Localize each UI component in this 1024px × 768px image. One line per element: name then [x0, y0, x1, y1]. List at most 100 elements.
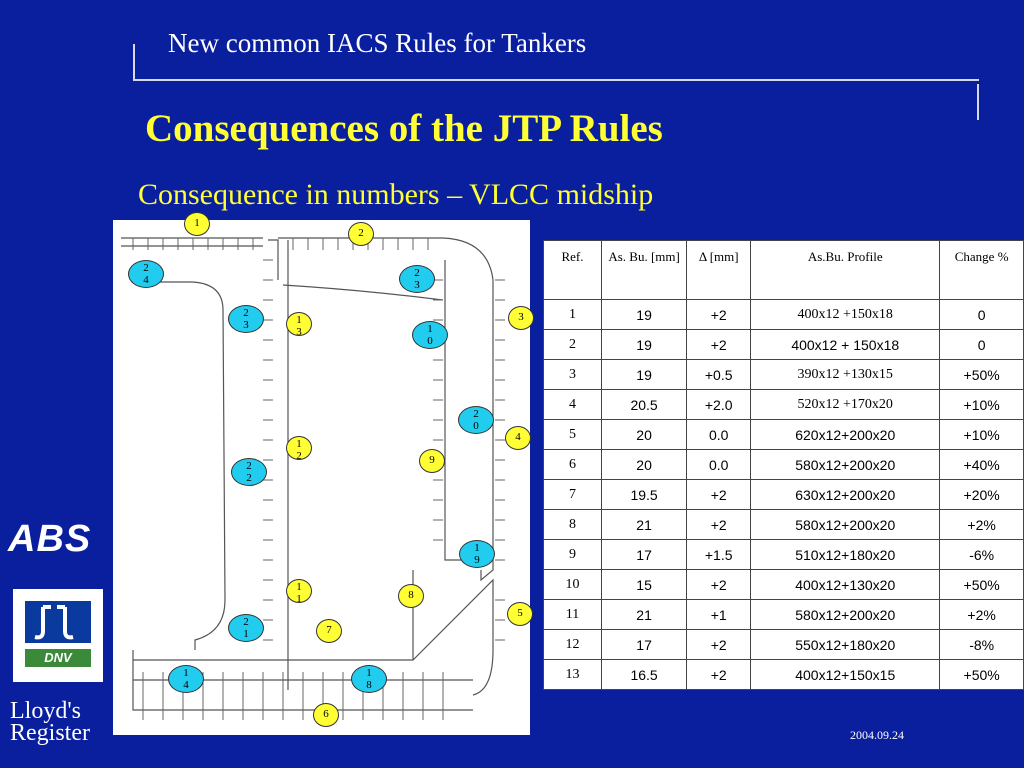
- table-cell: -8%: [939, 629, 1024, 660]
- ref-marker: 2 4: [128, 260, 164, 288]
- ref-marker: 2 3: [399, 265, 435, 293]
- table-cell: +2.0: [686, 389, 752, 420]
- table-cell: +40%: [939, 449, 1024, 480]
- table-cell: +2%: [939, 509, 1024, 540]
- ref-marker: 9: [419, 449, 445, 473]
- ref-marker: 2 1: [228, 614, 264, 642]
- table-cell: 580x12+200x20: [750, 599, 941, 630]
- table-cell: +20%: [939, 479, 1024, 510]
- table-cell: 13: [543, 659, 602, 690]
- ref-marker: 5: [507, 602, 533, 626]
- dnv-logo: DNV: [13, 589, 103, 682]
- frame-top-line: [133, 79, 979, 81]
- table-header-cell: As.Bu. Profile: [750, 240, 941, 300]
- table-cell: +2: [686, 329, 752, 360]
- deck-plating-port: [121, 237, 263, 247]
- table-cell: -6%: [939, 539, 1024, 570]
- header-text: New common IACS Rules for Tankers: [168, 28, 587, 58]
- table-cell: 0: [939, 329, 1024, 360]
- table-cell: 400x12+150x15: [750, 659, 941, 690]
- deck-bracket: [282, 284, 444, 301]
- table-cell: 0.0: [686, 419, 752, 450]
- lloyds-register-logo: Lloyd's Register: [10, 698, 90, 746]
- table-cell: 21: [600, 509, 688, 540]
- table-cell: 19.5: [600, 479, 688, 510]
- table-cell: 5: [543, 419, 602, 450]
- table-cell: 7: [543, 479, 602, 510]
- table-cell: 510x12+180x20: [750, 539, 941, 570]
- lr-line-2: Register: [10, 720, 90, 746]
- table-cell: +10%: [939, 389, 1024, 420]
- table-cell: 10: [543, 569, 602, 600]
- table-cell: 550x12+180x20: [750, 629, 941, 660]
- lr-line-1: Lloyd's: [10, 698, 81, 724]
- table-cell: 12: [543, 629, 602, 660]
- inner-longitudinal-bulkhead: [268, 239, 289, 690]
- table-cell: +10%: [939, 419, 1024, 450]
- ref-marker: 2 0: [458, 406, 494, 434]
- bottom-shell: [132, 650, 473, 711]
- table-cell: +50%: [939, 659, 1024, 690]
- table-cell: 8: [543, 509, 602, 540]
- table-cell: 1: [543, 299, 602, 330]
- ref-marker: 2 2: [231, 458, 267, 486]
- frame-left-bar: [133, 44, 135, 80]
- slide-title: Consequences of the JTP Rules: [145, 107, 663, 150]
- table-header-cell: Δ [mm]: [686, 240, 752, 300]
- ref-marker: 1 8: [351, 665, 387, 693]
- table-cell: 400x12 +150x18: [750, 299, 941, 330]
- bilge-hopper: [133, 578, 494, 696]
- table-cell: 11: [543, 599, 602, 630]
- table-cell: 9: [543, 539, 602, 570]
- table-cell: +2: [686, 629, 752, 660]
- table-cell: 400x12 + 150x18: [750, 329, 941, 360]
- table-cell: 400x12+130x20: [750, 569, 941, 600]
- ref-marker: 1 4: [168, 665, 204, 693]
- table-cell: +50%: [939, 569, 1024, 600]
- table-cell: 630x12+200x20: [750, 479, 941, 510]
- table-cell: 19: [600, 299, 688, 330]
- table-cell: 19: [600, 329, 688, 360]
- table-cell: 390x12 +130x15: [750, 359, 941, 390]
- ref-marker: 4: [505, 426, 531, 450]
- ref-marker: 1 1: [286, 579, 312, 604]
- table-cell: +2%: [939, 599, 1024, 630]
- table-cell: 0: [939, 299, 1024, 330]
- table-cell: +50%: [939, 359, 1024, 390]
- ref-marker: 6: [313, 703, 339, 727]
- table-cell: 520x12 +170x20: [750, 389, 941, 420]
- table-header-cell: Change %: [939, 240, 1024, 300]
- table-cell: 19: [600, 359, 688, 390]
- ref-marker: 2 3: [228, 305, 264, 333]
- midship-drawing: [121, 237, 505, 720]
- ref-marker: 3: [508, 306, 534, 330]
- frame-right-bar: [977, 84, 979, 120]
- slide-subtitle: Consequence in numbers – VLCC midship: [138, 178, 654, 211]
- table-cell: 620x12+200x20: [750, 419, 941, 450]
- table-cell: +2: [686, 479, 752, 510]
- table-cell: +1.5: [686, 539, 752, 570]
- ref-marker: 1 2: [286, 436, 312, 461]
- dnv-emblem-icon: [25, 601, 91, 667]
- table-cell: 16.5: [600, 659, 688, 690]
- slide-date: 2004.09.24: [850, 728, 904, 742]
- table-cell: +2: [686, 569, 752, 600]
- table-cell: 4: [543, 389, 602, 420]
- table-header-cell: Ref.: [543, 240, 602, 300]
- table-cell: 21: [600, 599, 688, 630]
- table-cell: +2: [686, 509, 752, 540]
- ref-marker: 1 9: [459, 540, 495, 568]
- table-cell: 20: [600, 449, 688, 480]
